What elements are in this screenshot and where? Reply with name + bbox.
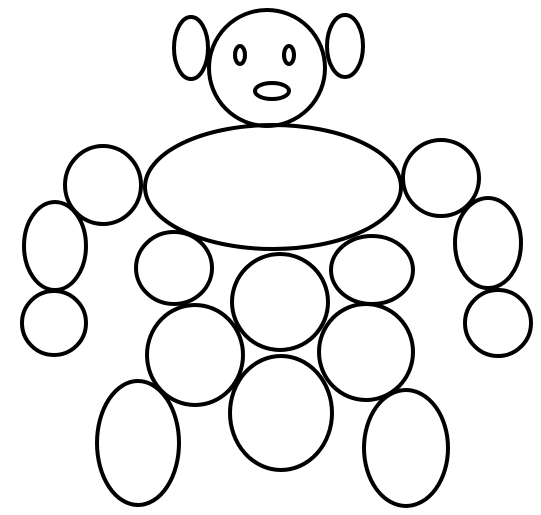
- left-eye-shape: [233, 44, 247, 66]
- right-upper-arm-shape: [453, 196, 523, 290]
- left-thigh-shape: [145, 303, 245, 407]
- left-shoulder-shape: [63, 144, 143, 226]
- left-foot-shape: [95, 379, 181, 507]
- mouth-shape: [253, 81, 291, 101]
- right-hip-shape: [329, 234, 415, 306]
- lower-belly-shape: [228, 354, 334, 472]
- right-shoulder-shape: [401, 138, 481, 218]
- right-eye-shape: [282, 44, 296, 66]
- left-upper-arm-shape: [22, 200, 88, 292]
- right-ear-shape: [325, 13, 365, 79]
- left-hand-shape: [20, 289, 88, 357]
- left-hip-shape: [134, 230, 214, 306]
- head-shape: [207, 8, 327, 128]
- belly-shape: [230, 252, 330, 352]
- right-thigh-shape: [317, 302, 415, 402]
- torso-shape: [143, 123, 403, 251]
- right-hand-shape: [463, 288, 533, 358]
- left-ear-shape: [172, 15, 210, 81]
- right-foot-shape: [362, 388, 450, 508]
